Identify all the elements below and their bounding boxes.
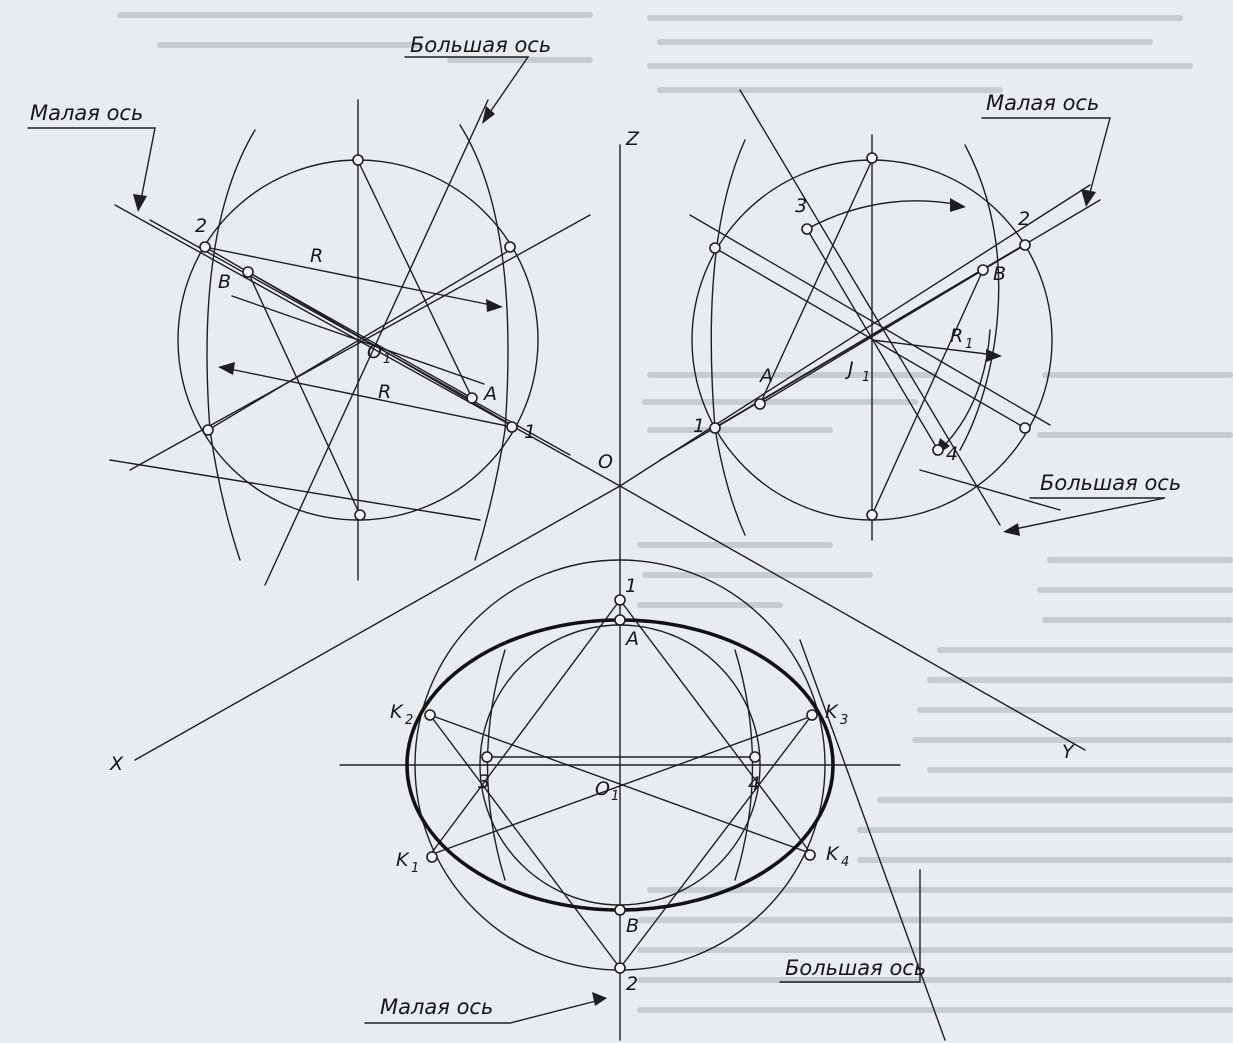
label-point-2-bottom: 2 bbox=[626, 973, 638, 995]
label-origin: O bbox=[598, 451, 613, 473]
r1-arrow bbox=[871, 339, 996, 356]
label-minor-axis-top-left: Малая ось bbox=[30, 101, 143, 125]
label-major-axis-right: Большая ось bbox=[1040, 471, 1181, 495]
label-point-1-right: 1 bbox=[693, 415, 705, 437]
label-point-k1: K bbox=[396, 849, 410, 871]
label-point-k2-sub: 2 bbox=[405, 713, 413, 728]
label-point-b-right: B bbox=[993, 263, 1006, 285]
label-center-j1-right-sub: 1 bbox=[862, 370, 870, 385]
label-point-k3: K bbox=[825, 701, 839, 723]
label-center-j1-right: J bbox=[844, 358, 854, 380]
r-arrow-top bbox=[204, 246, 497, 307]
major-axis-diagonal-right bbox=[739, 89, 1001, 526]
label-point-k4: K bbox=[826, 843, 840, 865]
label-point-k4-sub: 4 bbox=[841, 855, 849, 870]
callout-leaders bbox=[27, 56, 1166, 1024]
label-minor-axis-top-right: Малая ось bbox=[986, 91, 1099, 115]
construction-xoz bbox=[109, 99, 591, 586]
label-minor-axis-bottom: Малая ось bbox=[380, 995, 493, 1019]
major-axis-diagonal-left bbox=[264, 99, 489, 586]
label-axis-y: Y bbox=[1062, 741, 1075, 763]
label-center-o1-bottom: O bbox=[595, 778, 610, 800]
points bbox=[199, 152, 1031, 974]
axis-x bbox=[134, 485, 621, 761]
label-r1-right: R bbox=[950, 325, 963, 347]
label-point-2-right: 2 bbox=[1018, 208, 1030, 230]
label-point-k3-sub: 3 bbox=[840, 713, 848, 728]
isometric-axes bbox=[114, 144, 1091, 1041]
label-center-o1-left-sub: 1 bbox=[383, 352, 391, 367]
axis-nw bbox=[114, 204, 621, 487]
label-point-b-left: B bbox=[218, 271, 231, 293]
text-labels: Малая ось Большая ось Малая ось Большая … bbox=[30, 33, 1181, 1019]
axis-ne bbox=[619, 184, 1091, 487]
label-point-2-left: 2 bbox=[195, 215, 207, 237]
label-major-axis-top-left: Большая ось bbox=[410, 33, 551, 57]
label-axis-x: X bbox=[109, 753, 124, 775]
label-major-axis-bottom: Большая ось bbox=[785, 956, 926, 980]
label-r-bottom-left: R bbox=[378, 381, 391, 403]
label-point-k1-sub: 1 bbox=[411, 861, 419, 876]
label-axis-z: Z bbox=[625, 128, 640, 150]
construction-yoz bbox=[659, 89, 1101, 541]
label-point-4-bottom: 4 bbox=[748, 773, 760, 795]
label-point-a-right: A bbox=[758, 365, 773, 387]
axis-y bbox=[619, 485, 1086, 751]
background-text bbox=[117, 12, 1233, 1013]
label-point-k2: K bbox=[390, 701, 404, 723]
label-point-3-bottom: 3 bbox=[478, 771, 490, 793]
label-center-o1-bottom-sub: 1 bbox=[611, 789, 619, 804]
r-arrow-bottom bbox=[224, 367, 513, 428]
label-point-a-left: A bbox=[482, 383, 497, 405]
label-point-b-bottom: B bbox=[626, 915, 639, 937]
label-center-o1-left: O bbox=[367, 341, 382, 363]
label-point-1-bottom: 1 bbox=[625, 575, 637, 597]
label-point-1-left: 1 bbox=[524, 421, 536, 443]
label-point-3-right: 3 bbox=[795, 195, 807, 217]
label-r-top-left: R bbox=[310, 245, 323, 267]
label-point-a-bottom: A bbox=[624, 628, 639, 650]
label-point-4-right: 4 bbox=[946, 443, 958, 465]
label-r1-right-sub: 1 bbox=[965, 337, 973, 352]
